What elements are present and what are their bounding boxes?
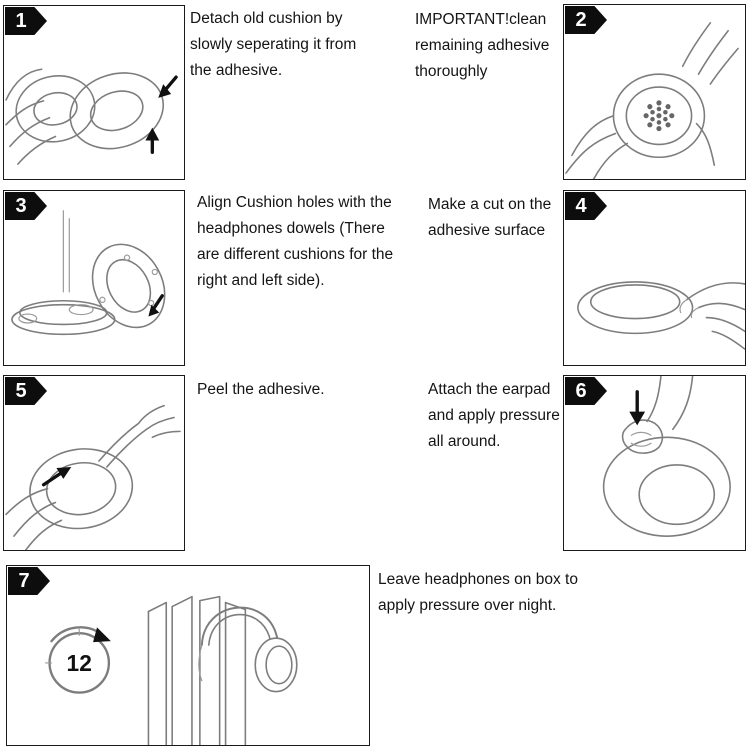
step-5-text: Peel the adhesive.	[197, 381, 325, 398]
attach-earpad-drawing	[602, 376, 731, 537]
step-1-number: 1	[15, 10, 27, 32]
align-cushion-drawing	[11, 210, 166, 336]
step-7-text: Leave headphones on box to apply pressur…	[378, 571, 578, 614]
step-4-text: Make a cut on the adhesive surface	[428, 196, 552, 239]
step-7-number: 7	[18, 570, 30, 592]
clock-hour-label: 12	[67, 650, 92, 676]
step-6-number: 6	[575, 380, 587, 402]
step-2-text: IMPORTANT!clean remaining adhesive thoro…	[415, 11, 550, 80]
step-3-text: Align Cushion holes with the headphones …	[197, 194, 394, 289]
overnight-pressure-drawing: 12	[44, 595, 298, 745]
detach-cushion-drawing	[5, 68, 178, 165]
peel-adhesive-drawing	[5, 404, 181, 550]
clean-adhesive-drawing	[565, 22, 739, 179]
step-7-illustration-panel: 12	[6, 565, 370, 746]
cut-adhesive-drawing	[577, 281, 745, 350]
step-4-illustration-panel	[563, 190, 746, 366]
step-3-number: 3	[15, 195, 27, 217]
step-2-number: 2	[575, 9, 587, 31]
step-5-number: 5	[15, 380, 27, 402]
step-1-text: Detach old cushion by slowly seperating …	[190, 10, 357, 79]
step-6-text: Attach the earpad and apply pressure all…	[428, 381, 560, 450]
step-4-number: 4	[575, 195, 587, 217]
